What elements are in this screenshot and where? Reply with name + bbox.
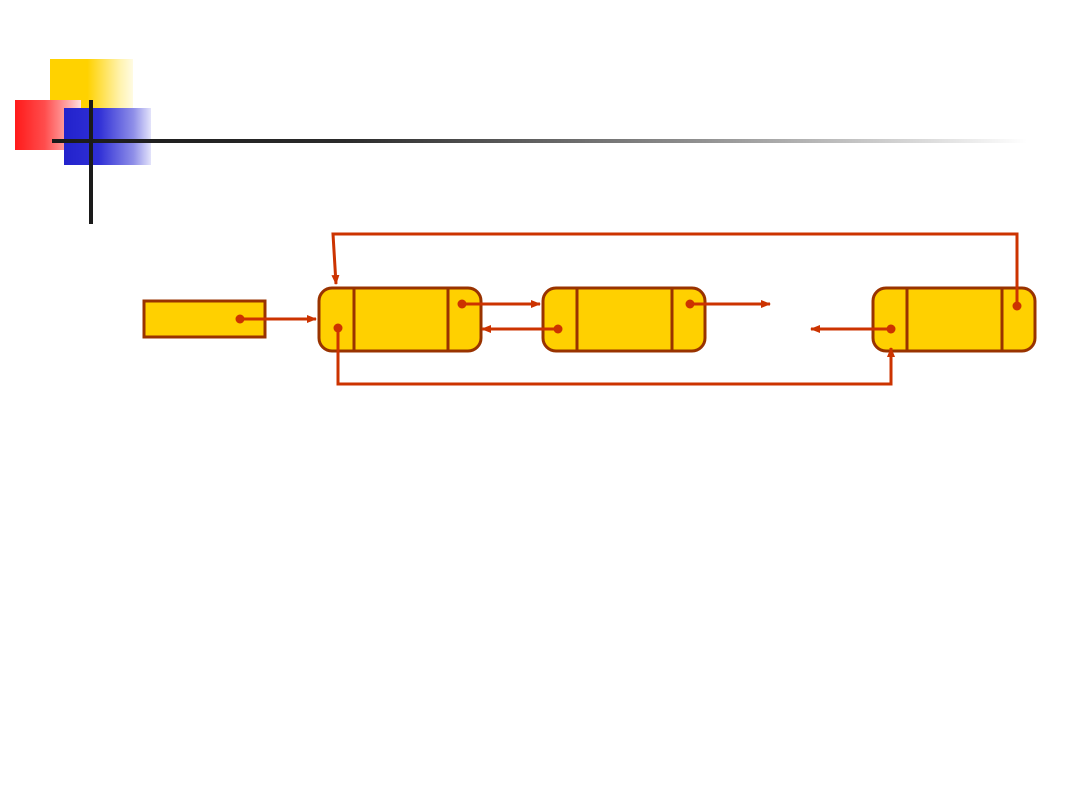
list-node-1 xyxy=(317,286,483,353)
node-1-body xyxy=(317,286,483,353)
node-2-body xyxy=(541,286,707,353)
wrap-prior-arrow xyxy=(336,328,895,386)
wrap-next-arrow xyxy=(331,232,1019,306)
list-node-2 xyxy=(541,286,707,353)
link-arrows xyxy=(240,232,1019,386)
list-node-last xyxy=(871,286,1037,353)
node-last-body xyxy=(871,286,1037,353)
